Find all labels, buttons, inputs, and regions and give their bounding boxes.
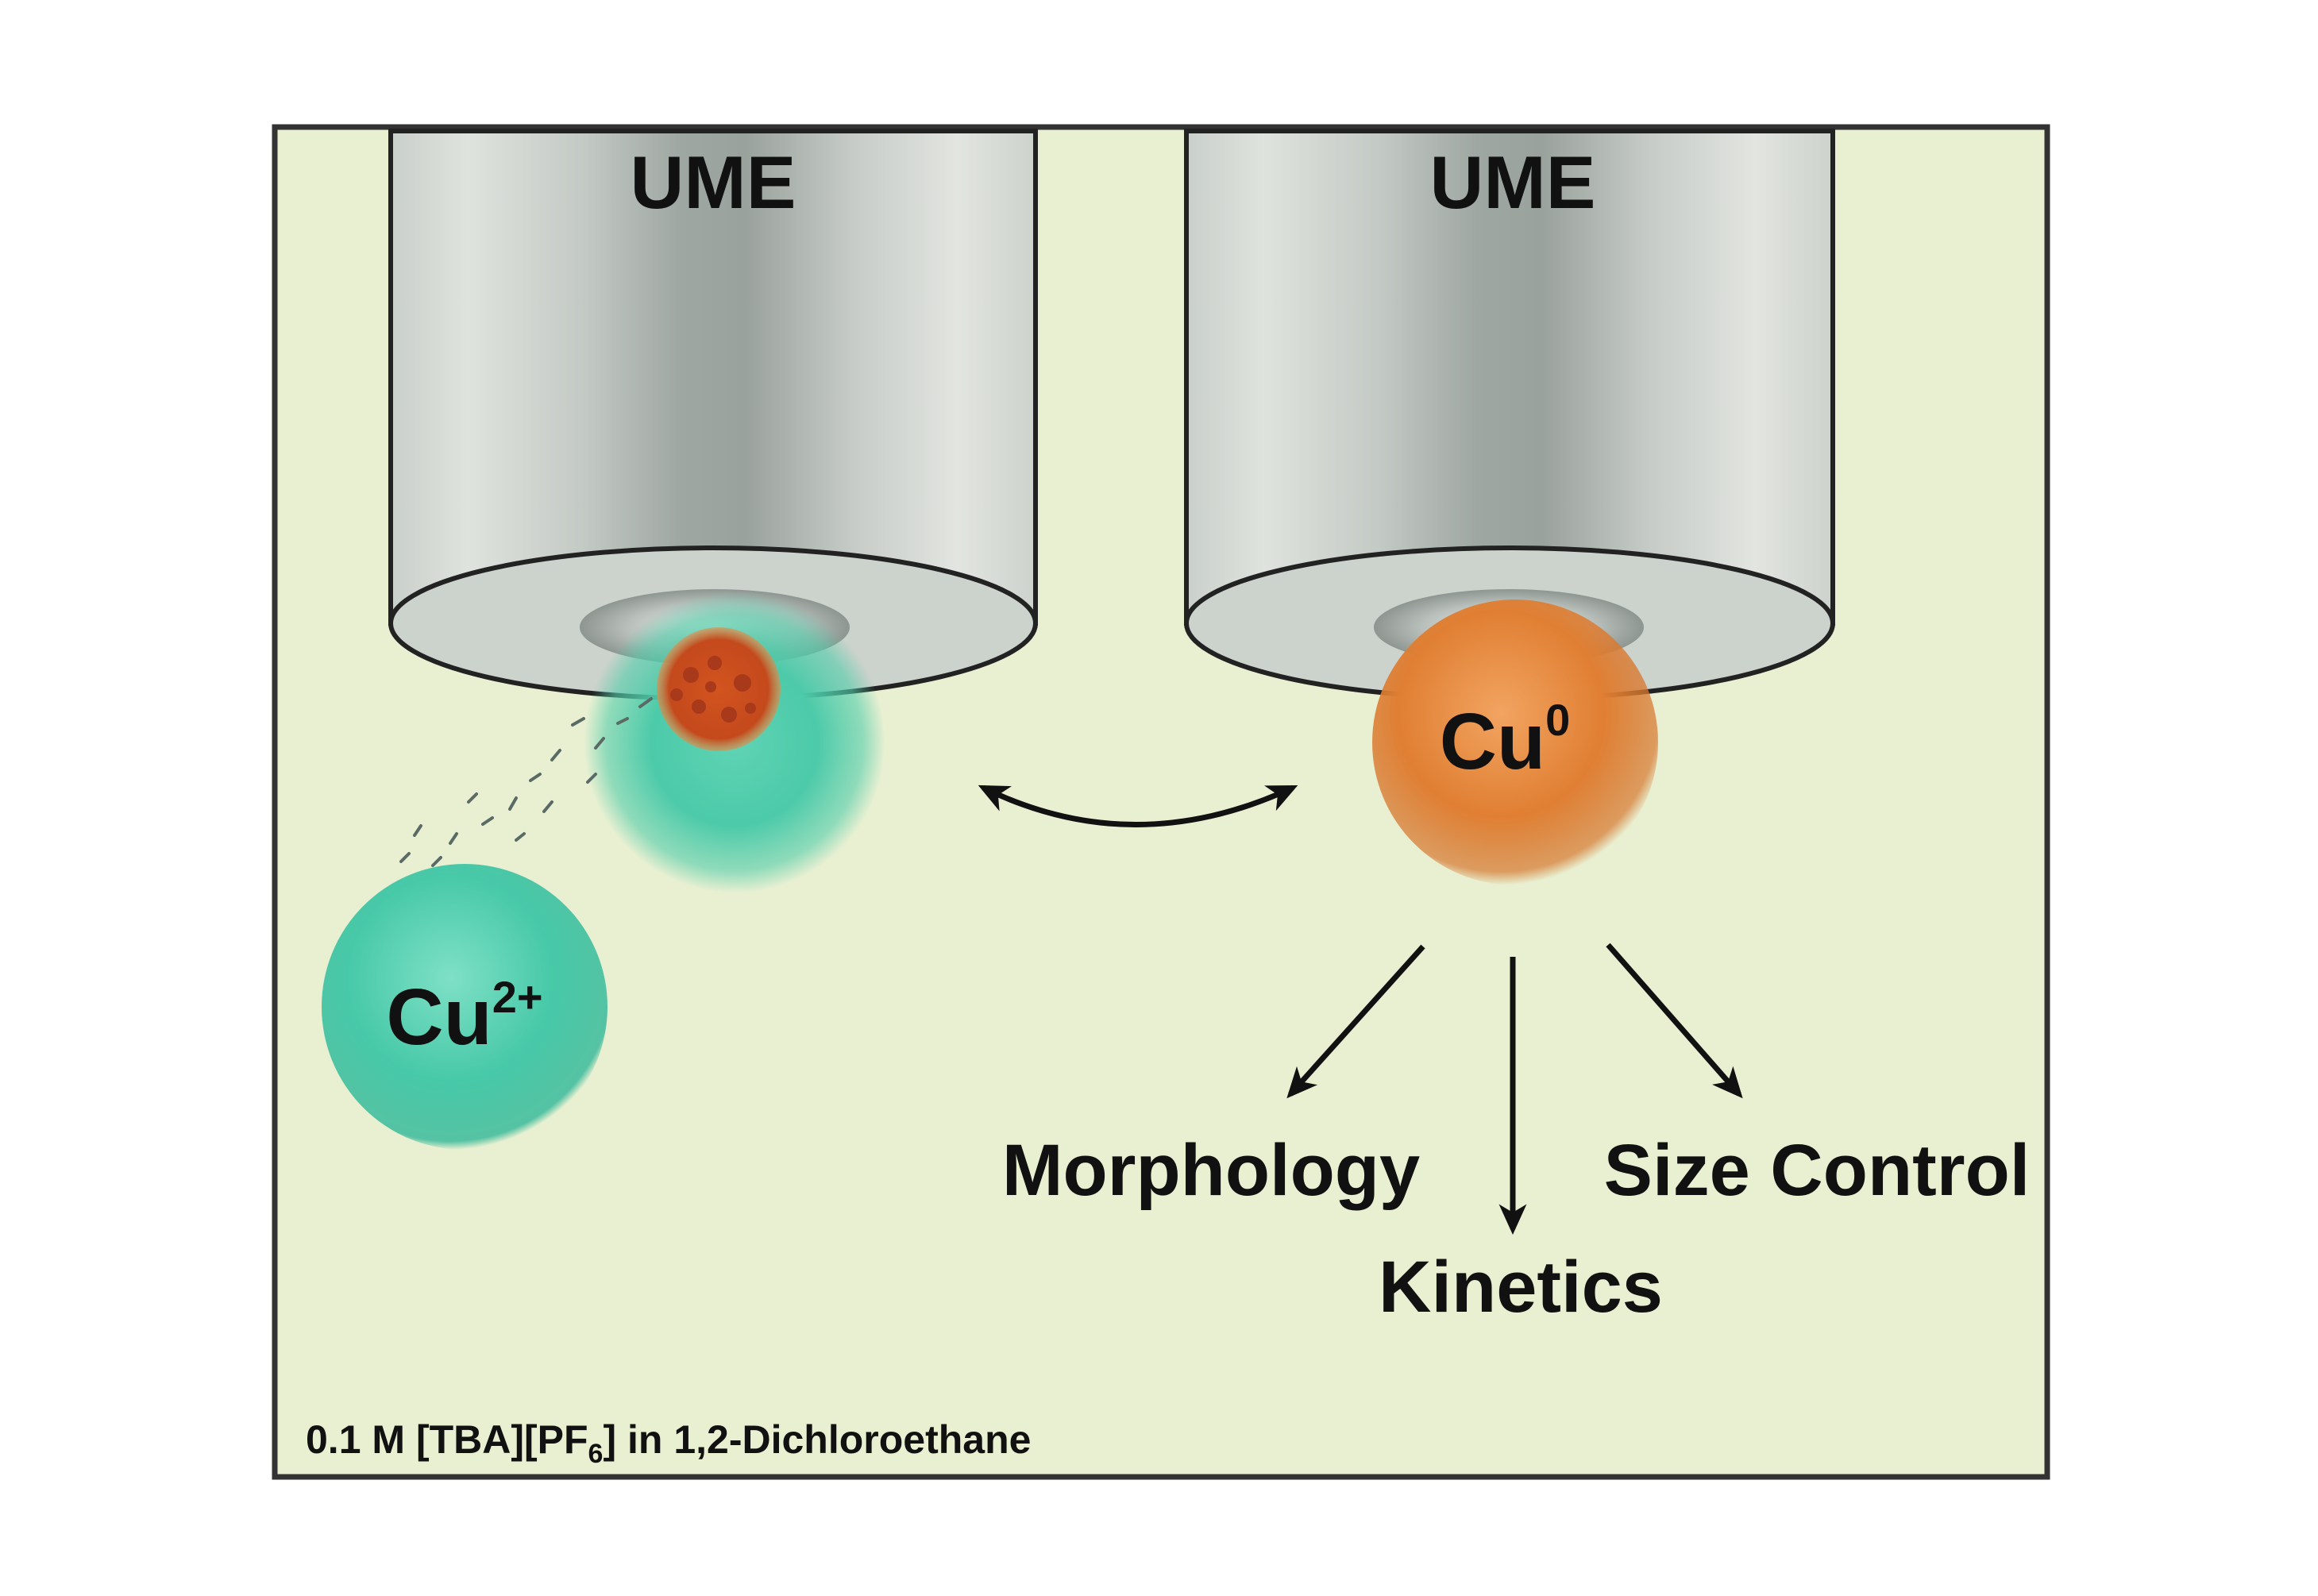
left-electrode-label: UME	[631, 141, 796, 224]
size-control-label: Size Control	[1604, 1130, 2031, 1211]
arrow-to-morphology	[1286, 944, 1425, 1099]
cu-ion-label: Cu2+	[386, 972, 542, 1062]
left-electrode-body	[388, 129, 1038, 626]
electrolyte-caption-suffix: ] in 1,2-Dichloroethane	[603, 1417, 1031, 1462]
electrolyte-caption: 0.1 M [TBA][PF6] in 1,2-Dichloroethane	[306, 1417, 1031, 1469]
electrolyte-caption-prefix: 0.1 M [TBA][PF	[306, 1417, 588, 1462]
morphology-label: Morphology	[1002, 1130, 1420, 1211]
exchange-arrow	[978, 785, 1298, 827]
right-electrode-label: UME	[1430, 141, 1596, 224]
cu-ion-label-base: Cu	[386, 973, 492, 1062]
right-electrode-body	[1184, 129, 1835, 626]
cu-metal-label-base: Cu	[1440, 697, 1545, 786]
cu-ion-charge: 2+	[492, 972, 543, 1022]
electrolyte-caption-subscript: 6	[588, 1439, 604, 1469]
arrow-to-size-control	[1606, 943, 1743, 1099]
cu-metal-label: Cu0	[1440, 695, 1570, 786]
copper-nucleus-texture	[670, 656, 756, 723]
copper-nucleus	[657, 627, 781, 751]
ion-diffusion-trail	[399, 697, 653, 916]
cu-ion-sphere: Cu2+	[322, 864, 607, 1150]
cu-metal-oxidation-state: 0	[1545, 695, 1570, 745]
kinetics-label: Kinetics	[1379, 1247, 1663, 1328]
right-ultramicroelectrode: UME	[1184, 129, 1835, 701]
cu-metal-sphere: Cu0	[1372, 599, 1658, 885]
